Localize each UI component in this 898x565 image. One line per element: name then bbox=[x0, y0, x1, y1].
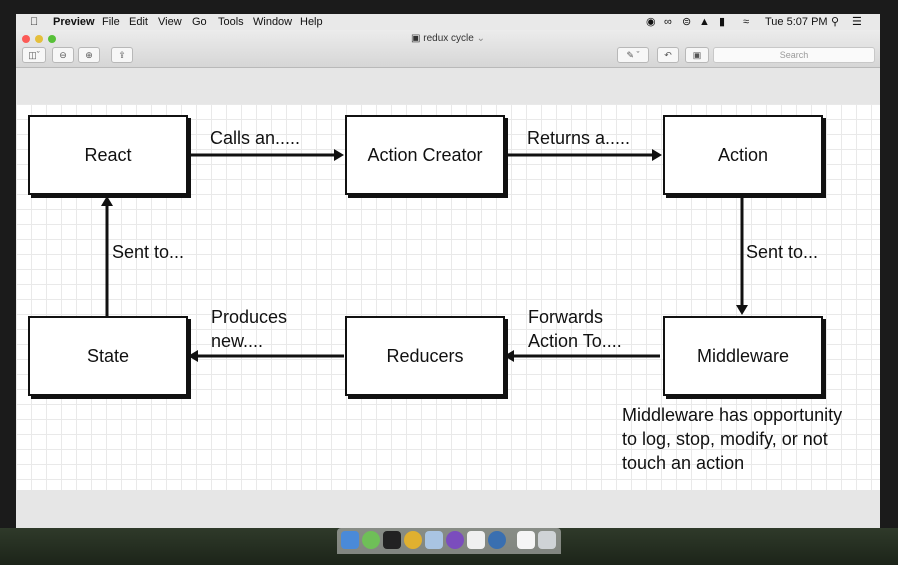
menu-app-name[interactable]: Preview bbox=[53, 16, 95, 28]
arrowhead bbox=[504, 350, 514, 362]
arrowhead bbox=[652, 149, 662, 161]
note-line-2: to log, stop, modify, or not bbox=[622, 429, 828, 449]
chrome-icon[interactable] bbox=[404, 531, 422, 549]
menu-view[interactable]: View bbox=[158, 16, 182, 28]
markup-pen-icon[interactable]: ✎ ˇ bbox=[617, 47, 649, 63]
sync-icon[interactable]: ⊜ bbox=[682, 16, 692, 28]
node-state[interactable]: State bbox=[28, 316, 188, 396]
terminal-icon[interactable] bbox=[383, 531, 401, 549]
node-action-creator[interactable]: Action Creator bbox=[345, 115, 505, 195]
arrowhead bbox=[334, 149, 344, 161]
record-icon[interactable]: ◉ bbox=[646, 16, 656, 28]
edge-label-new: new.... bbox=[211, 331, 264, 351]
zoom-in-icon[interactable]: ⊕ bbox=[78, 47, 100, 63]
node-reducers[interactable]: Reducers bbox=[345, 316, 505, 396]
notification-center-icon[interactable]: ☰ bbox=[852, 16, 862, 28]
window-titlebar: ▣ redux cycle ⌄ ◫ˇ ⊖ ⊕ ⇪ ✎ ˇ ↶ ▣ Search bbox=[16, 30, 880, 68]
close-window-button[interactable] bbox=[22, 35, 30, 43]
menu-window[interactable]: Window bbox=[253, 16, 293, 28]
node-action-creator-label: Action Creator bbox=[367, 144, 483, 165]
safari-icon[interactable] bbox=[446, 531, 464, 549]
node-state-label: State bbox=[86, 345, 130, 366]
spotlight-search-icon[interactable]: ⚲ bbox=[831, 16, 840, 28]
node-react-label: React bbox=[84, 144, 132, 165]
edge-label-produces: Produces bbox=[211, 307, 288, 327]
wifi-icon[interactable]: ≈ bbox=[743, 16, 750, 28]
quicktime-icon[interactable] bbox=[488, 531, 506, 549]
minimize-window-button[interactable] bbox=[35, 35, 43, 43]
note-line-3: touch an action bbox=[622, 453, 745, 473]
sidebar-toggle-button[interactable]: ◫ˇ bbox=[22, 47, 46, 63]
airplay-icon[interactable]: ▲ bbox=[699, 16, 710, 28]
zoom-window-button[interactable] bbox=[48, 35, 56, 43]
node-reducers-label: Reducers bbox=[386, 345, 464, 366]
note-line-1: Middleware has opportunity bbox=[622, 405, 843, 425]
share-icon[interactable]: ⇪ bbox=[111, 47, 133, 63]
arrowhead bbox=[736, 305, 748, 315]
search-input[interactable]: Search bbox=[713, 47, 875, 63]
edge-label-returns: Returns a..... bbox=[527, 128, 631, 148]
trash-icon[interactable] bbox=[538, 531, 556, 549]
menu-edit[interactable]: Edit bbox=[129, 16, 148, 28]
document-icon: ▣ bbox=[411, 33, 424, 44]
node-action[interactable]: Action bbox=[663, 115, 823, 195]
battery-icon[interactable]: ▮ bbox=[719, 16, 726, 28]
apple-icon[interactable]:  bbox=[30, 15, 38, 29]
edge-label-sent-to-react: Sent to... bbox=[112, 242, 185, 262]
textedit-icon[interactable] bbox=[467, 531, 485, 549]
finder-icon[interactable] bbox=[341, 531, 359, 549]
launchpad-icon[interactable] bbox=[362, 531, 380, 549]
toolbox-icon[interactable]: ▣ bbox=[685, 47, 709, 63]
node-middleware-label: Middleware bbox=[696, 345, 790, 366]
node-middleware[interactable]: Middleware bbox=[663, 316, 823, 396]
node-action-label: Action bbox=[717, 144, 769, 165]
menu-file[interactable]: File bbox=[102, 16, 120, 28]
menu-clock[interactable]: Tue 5:07 PM bbox=[765, 16, 828, 28]
arrowhead bbox=[101, 196, 113, 206]
dock bbox=[337, 528, 561, 554]
middleware-note: Middleware has opportunity to log, stop,… bbox=[622, 403, 882, 475]
edge-label-sent-to-middleware: Sent to... bbox=[746, 242, 819, 262]
zoom-out-icon[interactable]: ⊖ bbox=[52, 47, 74, 63]
preview-icon[interactable] bbox=[425, 531, 443, 549]
arrowhead bbox=[188, 350, 198, 362]
edge-label-calls: Calls an..... bbox=[210, 128, 301, 148]
window-title: ▣ redux cycle ⌄ bbox=[411, 33, 485, 44]
menu-go[interactable]: Go bbox=[192, 16, 207, 28]
glasses-icon[interactable]: ∞ bbox=[664, 16, 672, 28]
node-react[interactable]: React bbox=[28, 115, 188, 195]
rotate-icon[interactable]: ↶ bbox=[657, 47, 679, 63]
menu-bar:  Preview File Edit View Go Tools Window… bbox=[16, 14, 880, 31]
documents-icon[interactable] bbox=[517, 531, 535, 549]
edge-label-forwards: Forwards bbox=[528, 307, 604, 327]
edge-label-action-to: Action To.... bbox=[528, 331, 622, 351]
menu-help[interactable]: Help bbox=[300, 16, 323, 28]
menu-tools[interactable]: Tools bbox=[218, 16, 244, 28]
